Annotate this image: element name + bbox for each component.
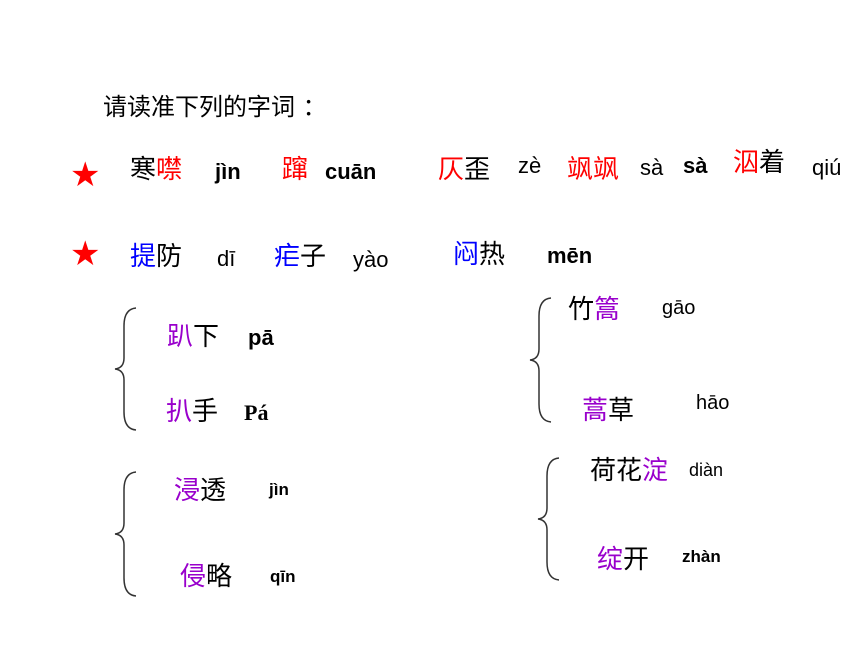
- brace-group-2: [529, 297, 552, 423]
- word-qinlue: 侵略: [180, 562, 233, 592]
- word-jintou: 浸透: [174, 476, 227, 506]
- pinyin-jin: jìn: [215, 159, 241, 184]
- pinyin-ze: zè: [518, 153, 542, 178]
- word-cuan: 蹿: [282, 155, 309, 185]
- word-zewai: 仄歪: [438, 155, 491, 185]
- pinyin-gao: gāo: [662, 297, 696, 319]
- pinyin-qiu: qiú: [812, 155, 842, 180]
- pinyin-sa-1: sà: [640, 155, 664, 180]
- pinyin-yao: yào: [353, 247, 389, 272]
- pinyin-cuan: cuān: [325, 159, 377, 184]
- word-menre: 闷热: [453, 240, 506, 270]
- pinyin-zhan: zhàn: [682, 547, 721, 566]
- word-paxia: 趴下: [167, 322, 220, 352]
- word-zhugao: 竹篙: [568, 295, 621, 325]
- pinyin-pa-1: pā: [248, 325, 274, 350]
- pinyin-dian: diàn: [689, 460, 724, 480]
- pinyin-jin-2: jìn: [269, 480, 289, 499]
- word-zhankai: 绽开: [597, 545, 650, 575]
- pinyin-sa-2: sà: [683, 153, 708, 178]
- word-pashou: 扒手: [166, 397, 219, 427]
- star-icon: ★: [70, 234, 101, 274]
- brace-group-1: [114, 307, 137, 431]
- pinyin-hao: hāo: [696, 392, 730, 414]
- pinyin-men: mēn: [547, 243, 593, 268]
- pinyin-di: dī: [217, 246, 236, 271]
- word-yaozi: 疟子: [274, 242, 327, 272]
- star-icon: ★: [70, 155, 101, 195]
- word-qiuzhe: 泅着: [733, 148, 786, 178]
- brace-group-4: [537, 457, 560, 581]
- word-hehuadian: 荷花淀: [590, 456, 669, 486]
- page-title: 请读准下列的字词 ：: [103, 93, 327, 121]
- word-haocao: 蒿草: [582, 396, 635, 426]
- word-sasa: 飒飒: [567, 155, 620, 185]
- pinyin-qin: qīn: [270, 567, 296, 586]
- word-hanjin: 寒噤: [130, 155, 183, 185]
- pinyin-pa-2: Pá: [244, 400, 269, 425]
- brace-group-3: [114, 471, 137, 597]
- word-difang: 提防: [130, 242, 183, 272]
